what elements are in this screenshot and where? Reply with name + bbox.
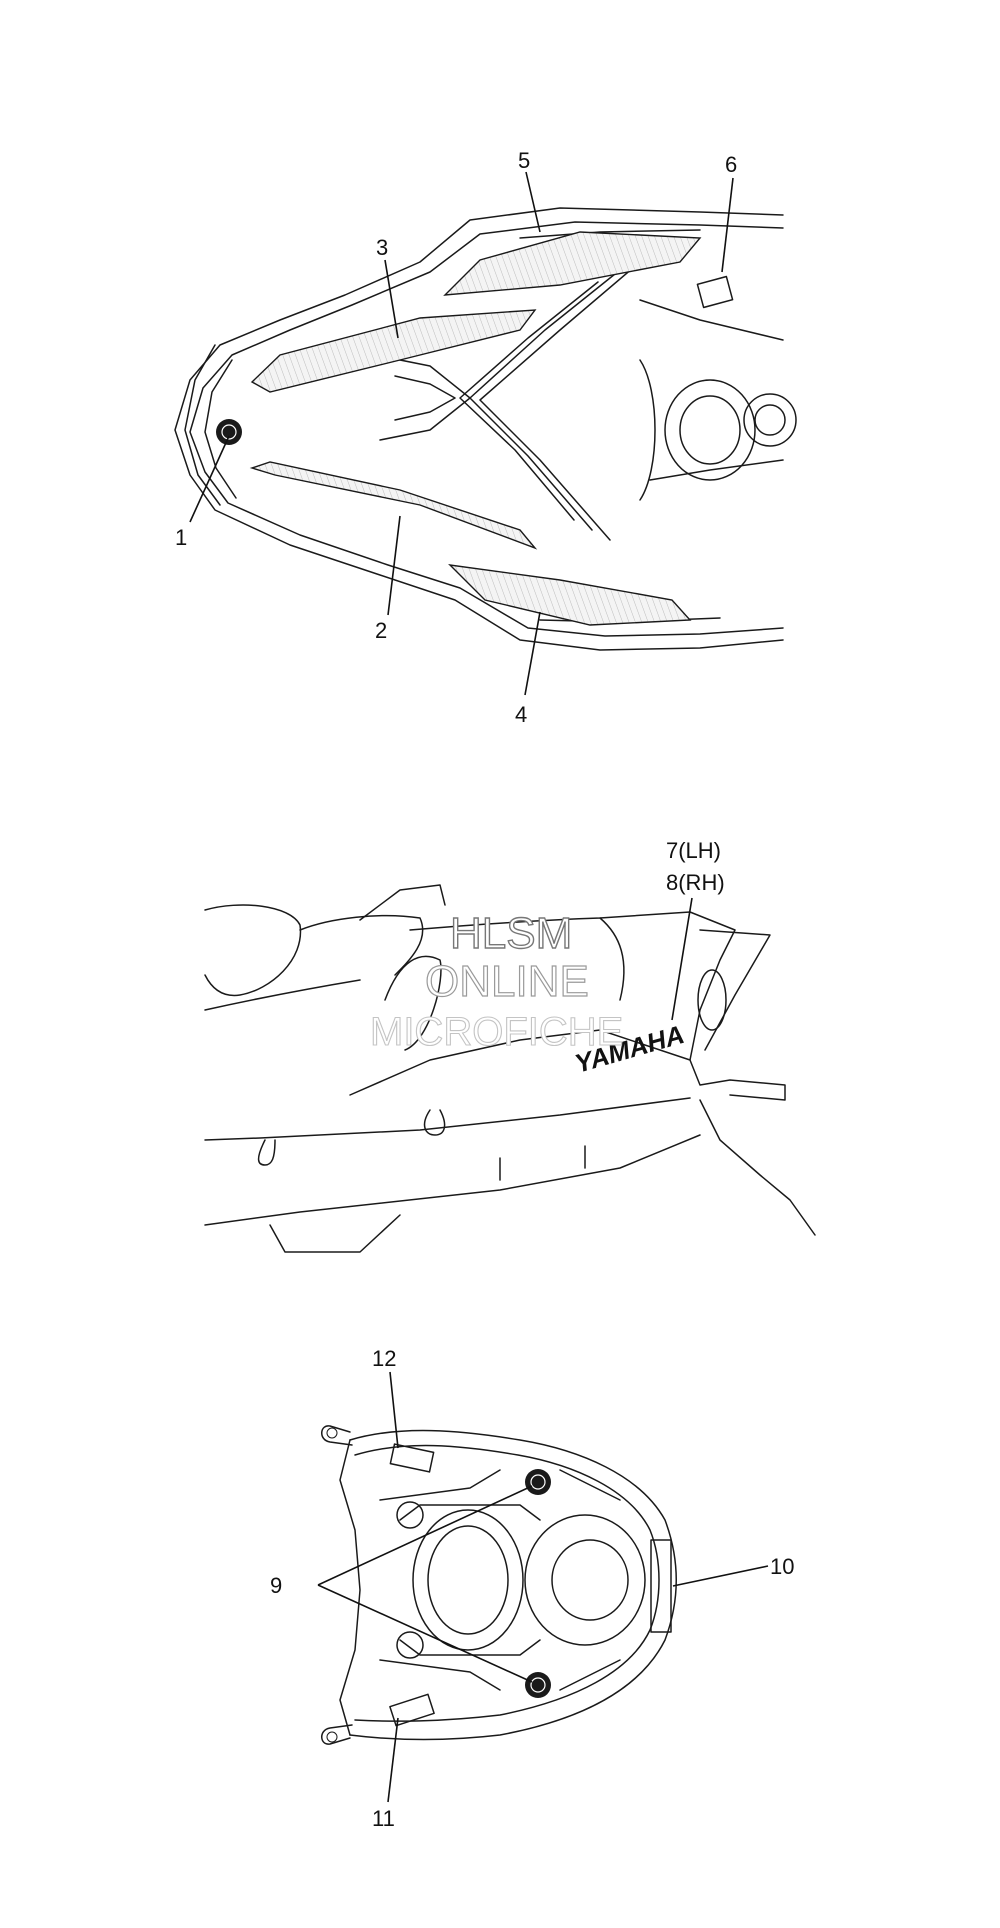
callout-7: 7(LH) bbox=[666, 838, 721, 863]
hull-rear-view bbox=[321, 1425, 677, 1745]
decal-11 bbox=[389, 1693, 435, 1727]
watermark-line-1: HLSM bbox=[450, 909, 572, 958]
decal-10 bbox=[650, 1539, 672, 1633]
callout-9: 9 bbox=[270, 1573, 282, 1598]
watermark: HLSM ONLINE MICROFICHE bbox=[369, 908, 623, 1054]
rear-view-leaders bbox=[317, 1371, 769, 1803]
emblem-9-lower bbox=[525, 1672, 551, 1698]
top-view-callouts: 5 6 3 1 2 4 bbox=[175, 148, 737, 727]
decal-6 bbox=[696, 275, 734, 309]
callout-2: 2 bbox=[375, 618, 387, 643]
callout-8: 8(RH) bbox=[666, 870, 725, 895]
callout-10: 10 bbox=[770, 1554, 794, 1579]
watermark-line-3: MICROFICHE bbox=[370, 1010, 623, 1054]
decal-12 bbox=[389, 1443, 435, 1473]
emblem-1 bbox=[216, 419, 242, 445]
decal-5 bbox=[443, 231, 702, 296]
callout-11: 11 bbox=[372, 1806, 395, 1831]
watermark-line-2: ONLINE bbox=[425, 957, 589, 1006]
callout-3: 3 bbox=[376, 235, 388, 260]
callout-1: 1 bbox=[175, 525, 187, 550]
callout-12: 12 bbox=[372, 1346, 396, 1371]
decal-2 bbox=[249, 461, 538, 550]
rear-view-callouts: 12 9 10 11 bbox=[270, 1346, 794, 1831]
hull-top-view bbox=[174, 207, 797, 651]
callout-4: 4 bbox=[515, 702, 527, 727]
emblem-9-upper bbox=[525, 1469, 551, 1495]
callout-6: 6 bbox=[725, 152, 737, 177]
decal-4 bbox=[448, 564, 692, 626]
callout-5: 5 bbox=[518, 148, 530, 173]
decal-3 bbox=[250, 309, 537, 393]
top-view-leaders bbox=[189, 171, 734, 696]
